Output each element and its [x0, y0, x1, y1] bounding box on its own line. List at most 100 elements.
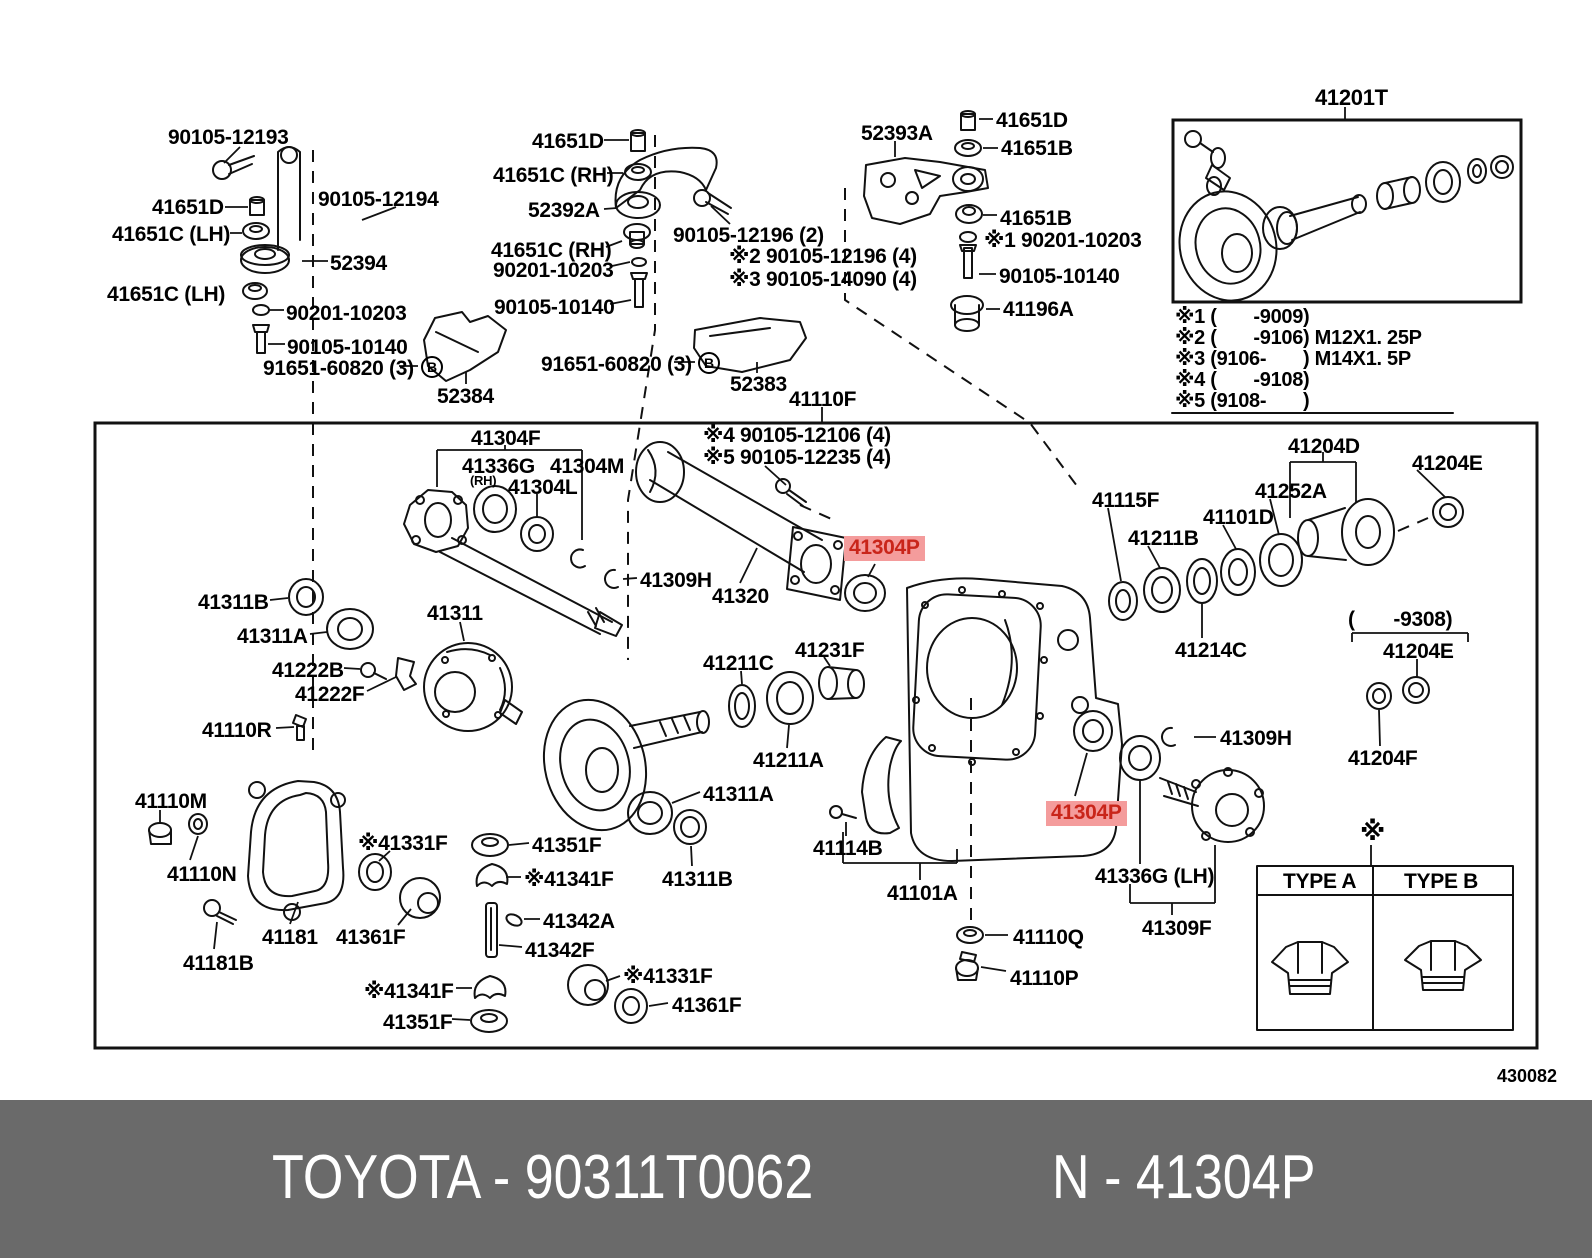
banner-part-code: N - 41304P [1052, 1143, 1316, 1212]
stone-guard-plugs-sketch [830, 737, 983, 980]
part-label-41196a: 41196A [1003, 298, 1074, 321]
part-label-9010512194: 90105-12194 [318, 188, 439, 211]
part-label-9010510140: 90105-10140 [999, 265, 1120, 288]
part-label-41101a: 41101A [887, 882, 958, 905]
part-label-41331f: ※41331F [358, 832, 448, 855]
inset-frame [1173, 120, 1521, 302]
part-label-b: B [421, 356, 443, 378]
part-label-41304m: 41304M [550, 455, 625, 478]
part-label-41304p: 41304P [844, 536, 925, 561]
part-label-41342f: 41342F [525, 939, 595, 962]
part-label-41651b: 41651B [1001, 137, 1073, 160]
link-52392a-sketch [616, 130, 807, 372]
type-table-grid [1257, 866, 1513, 1030]
part-label-490105121064: ※4 90105-12106 (4) [703, 424, 891, 447]
part-info-banner: TOYOTA - 90311T0062 N - 41304P [0, 1100, 1592, 1258]
part-label-390105140904: ※3 90105-14090 (4) [729, 268, 917, 291]
part-label-52383: 52383 [730, 373, 787, 396]
part-label-41651clh: 41651C (LH) [112, 223, 231, 246]
part-label-90105121962: 90105-12196 (2) [673, 224, 824, 247]
part-label-41351f: 41351F [383, 1011, 453, 1034]
part-label-41361f: 41361F [336, 926, 406, 949]
part-label-41222f: 41222F [295, 683, 365, 706]
part-label-41204e: 41204E [1412, 452, 1483, 475]
ring-and-pinion-sketch [1167, 131, 1513, 312]
part-label-41214c: 41214C [1175, 639, 1247, 662]
part-label-9020110203: 90201-10203 [493, 259, 614, 282]
part-label-rh: (RH) [470, 473, 497, 488]
part-label-41181: 41181 [262, 926, 318, 949]
part-label-41211a: 41211A [753, 749, 824, 772]
part-label-41201t: 41201T [1315, 85, 1388, 110]
part-label-typea: TYPE A [1283, 870, 1357, 893]
part-label-91651608203: 91651-60820 (3) [263, 357, 414, 380]
bracket-52393a-sketch [864, 111, 988, 331]
part-label-41204e: 41204E [1383, 640, 1454, 663]
part-label-41311a: 41311A [237, 625, 308, 648]
part-label-41110f: 41110F [789, 388, 857, 411]
part-label-typeb: TYPE B [1404, 870, 1479, 893]
banner-brand-part-number: TOYOTA - 90311T0062 [272, 1143, 814, 1212]
diff-carrier-housing-sketch [907, 578, 1122, 861]
part-label-19009: ※1 ( -9009) [1175, 306, 1310, 328]
part-label-41336g: 41336G [462, 455, 535, 478]
part-label-41651b: 41651B [1000, 207, 1072, 230]
link-52394-sketch [213, 147, 506, 381]
part-label-41311a: 41311A [703, 783, 774, 806]
part-label-41351f: 41351F [532, 834, 602, 857]
part-label-41311: 41311 [427, 602, 483, 625]
part-label-41222b: 41222B [272, 659, 344, 682]
leader-lines [160, 107, 1468, 1020]
part-label-9010510140: 90105-10140 [287, 336, 408, 359]
part-label-41304p: 41304P [1046, 801, 1127, 826]
part-label-41309f: 41309F [1142, 917, 1212, 940]
part-label-41114b: 41114B [813, 837, 883, 860]
part-label-41651d: 41651D [532, 130, 604, 153]
part-label-9308: ( -9308) [1348, 608, 1453, 631]
part-label-41342a: 41342A [543, 910, 615, 933]
part-label-41181b: 41181B [183, 952, 254, 975]
main-diagram-frame [95, 423, 1537, 1048]
type-a-nut-sketch [1272, 942, 1348, 994]
part-label-41311b: 41311B [198, 591, 269, 614]
part-label-52384: 52384 [437, 385, 494, 408]
dashed-reference-lines [313, 135, 1428, 925]
part-label-290105121964: ※2 90105-12196 (4) [729, 245, 917, 268]
part-label-41304f: 41304F [471, 427, 541, 450]
part-label-: ※ [1360, 816, 1385, 846]
part-label-91651608203: 91651-60820 (3) [541, 353, 692, 376]
output-shaft-row-sketch [1074, 497, 1463, 842]
axle-shaft-sketch [404, 486, 622, 636]
part-label-590105122354: ※5 90105-12235 (4) [703, 446, 891, 469]
part-label-9010512193: 90105-12193 [168, 126, 289, 149]
part-label-41231f: 41231F [795, 639, 865, 662]
part-label-41110r: 41110R [202, 719, 272, 742]
part-label-41204d: 41204D [1288, 435, 1360, 458]
part-label-41110q: 41110Q [1013, 926, 1084, 949]
part-label-41110m: 41110M [135, 790, 207, 813]
part-label-52392a: 52392A [528, 199, 600, 222]
part-label-49108: ※4 ( -9108) [1175, 369, 1310, 391]
sheet-code: 430082 [1497, 1066, 1558, 1086]
part-label-41341f: ※41341F [364, 980, 454, 1003]
part-label-52393a: 52393A [861, 122, 933, 145]
type-b-nut-sketch [1405, 941, 1481, 990]
part-label-52394: 52394 [330, 252, 387, 275]
part-label-41211c: 41211C [703, 652, 774, 675]
front-drive-tube-sketch [636, 442, 885, 611]
part-label-41110p: 41110P [1010, 967, 1079, 990]
part-label-41320: 41320 [712, 585, 769, 608]
part-label-41304l: 41304L [508, 476, 578, 499]
part-label-41309h: 41309H [1220, 727, 1292, 750]
part-label-39106m14x15p: ※3 (9106- ) M14X1. 5P [1175, 348, 1411, 370]
part-label-9020110203: 90201-10203 [286, 302, 407, 325]
part-label-41115f: 41115F [1092, 489, 1160, 512]
part-label-41341f: ※41341F [524, 868, 614, 891]
part-label-41651clh: 41651C (LH) [107, 283, 226, 306]
ring-gear-diff-case-sketch [149, 579, 709, 924]
part-label-41101d: 41101D [1203, 506, 1274, 529]
part-label-19020110203: ※1 90201-10203 [984, 229, 1142, 252]
part-label-b: B [698, 352, 720, 374]
part-label-41651crh: 41651C (RH) [493, 164, 614, 187]
